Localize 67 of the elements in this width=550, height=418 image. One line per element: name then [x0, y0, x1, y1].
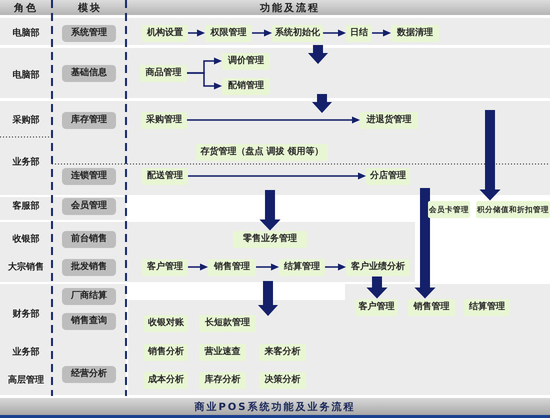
arrow [188, 30, 205, 36]
function-box: 系统初始化 [272, 24, 323, 42]
function-box: 零售业务管理 [233, 230, 307, 248]
module-box: 前台销售 [62, 230, 116, 248]
function-box: 日结 [346, 24, 372, 42]
role-label: 收银部 [12, 232, 40, 246]
function-box: 客户管理 [355, 298, 398, 316]
function-box: 结算管理 [279, 258, 325, 276]
arrow [372, 30, 391, 36]
caption: 商业POS系统功能及业务流程 [194, 400, 356, 414]
function-box: 销售分析 [144, 344, 188, 360]
arrow [256, 264, 279, 270]
function-box: 客户业绩分析 [346, 258, 410, 276]
arrow [187, 72, 222, 90]
column-header: 模块 [78, 2, 102, 15]
role-label: 财务部 [12, 308, 40, 320]
arrow [323, 30, 346, 36]
function-box: 配送管理 [142, 168, 188, 184]
function-box: 营业速查 [199, 344, 246, 360]
function-box: 进退货管理 [360, 112, 418, 128]
arrow [252, 30, 272, 36]
role-label: 高层管理 [8, 374, 44, 386]
block-arrow [260, 190, 280, 230]
function-box: 决策分析 [259, 372, 306, 388]
role-label: 业务部 [12, 346, 40, 358]
role-label: 业务部 [12, 156, 40, 168]
function-box: 销售管理 [408, 298, 455, 316]
block-arrow [480, 110, 500, 200]
module-box: 会员管理 [62, 198, 116, 214]
module-box: 库存管理 [62, 112, 116, 128]
function-box: 采购管理 [141, 112, 187, 128]
function-box: 库存分析 [199, 372, 246, 388]
module-box: 基础信息 [62, 64, 116, 82]
function-box: 数据清理 [391, 24, 439, 42]
role-label: 采购部 [12, 114, 40, 126]
module-box: 经营分析 [62, 366, 116, 382]
function-box: 商品管理 [140, 64, 187, 82]
function-box: 长短款管理 [199, 314, 256, 332]
role-label: 电脑部 [12, 68, 40, 82]
module-box: 销售查询 [62, 312, 116, 330]
column-header: 功能及流程 [260, 1, 320, 15]
function-box: 收银对账 [144, 314, 188, 332]
function-box: 权限管理 [205, 24, 252, 42]
arrow [187, 116, 360, 124]
arrow [188, 172, 366, 180]
function-box: 成本分析 [144, 372, 188, 388]
function-box: 存货管理（盘点 调拔 领用等） [196, 144, 328, 160]
function-box: 分店管理 [366, 168, 410, 184]
role-label: 大宗销售 [8, 260, 44, 274]
function-box: 机构设置 [142, 24, 188, 42]
function-box: 结算管理 [464, 298, 510, 316]
column-header: 角色 [14, 2, 38, 15]
arrow [188, 264, 208, 270]
module-box: 批发销售 [62, 258, 116, 276]
role-label: 客服部 [12, 200, 40, 212]
arrow [325, 264, 346, 270]
module-box: 连锁管理 [62, 168, 116, 184]
function-box: 调价管理 [222, 52, 270, 70]
function-box: 来客分析 [259, 344, 306, 360]
module-box: 厂商结算 [62, 288, 116, 304]
module-box: 系统管理 [62, 24, 116, 42]
function-box: 客户管理 [142, 258, 188, 276]
block-arrow [366, 276, 388, 298]
function-box: 销售管理 [208, 258, 256, 276]
function-box: 配销管理 [222, 78, 270, 94]
block-arrow [414, 188, 436, 298]
role-label: 电脑部 [12, 26, 40, 40]
